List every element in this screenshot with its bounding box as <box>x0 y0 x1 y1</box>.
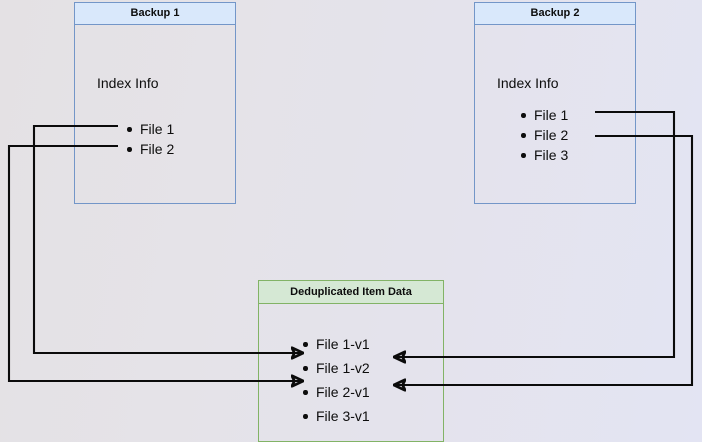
list-item[interactable]: File 2 <box>519 125 568 145</box>
backup-1-header: Backup 1 <box>75 3 235 25</box>
list-item[interactable]: File 2 <box>125 139 174 159</box>
backup-2-header: Backup 2 <box>475 3 635 25</box>
dedup-header: Deduplicated Item Data <box>259 281 443 304</box>
list-item[interactable]: File 3-v1 <box>301 404 370 428</box>
dedup-file-list: File 1-v1 File 1-v2 File 2-v1 File 3-v1 <box>301 332 370 428</box>
list-item[interactable]: File 1-v2 <box>301 356 370 380</box>
deduplicated-item-data-box[interactable]: Deduplicated Item Data File 1-v1 File 1-… <box>258 280 444 442</box>
backup-1-file-list: File 1 File 2 <box>125 119 174 159</box>
list-item[interactable]: File 2-v1 <box>301 380 370 404</box>
list-item[interactable]: File 1 <box>519 105 568 125</box>
list-item[interactable]: File 1 <box>125 119 174 139</box>
backup-1-section-label: Index Info <box>97 75 159 91</box>
backup-1-body: Index Info File 1 File 2 <box>75 25 235 202</box>
backup-2-section-label: Index Info <box>497 75 559 91</box>
backup-2-file-list: File 1 File 2 File 3 <box>519 105 568 165</box>
backup-1-box[interactable]: Backup 1 Index Info File 1 File 2 <box>74 2 236 204</box>
list-item[interactable]: File 3 <box>519 145 568 165</box>
list-item[interactable]: File 1-v1 <box>301 332 370 356</box>
backup-2-body: Index Info File 1 File 2 File 3 <box>475 25 635 202</box>
backup-2-box[interactable]: Backup 2 Index Info File 1 File 2 File 3 <box>474 2 636 204</box>
dedup-body: File 1-v1 File 1-v2 File 2-v1 File 3-v1 <box>259 304 443 440</box>
